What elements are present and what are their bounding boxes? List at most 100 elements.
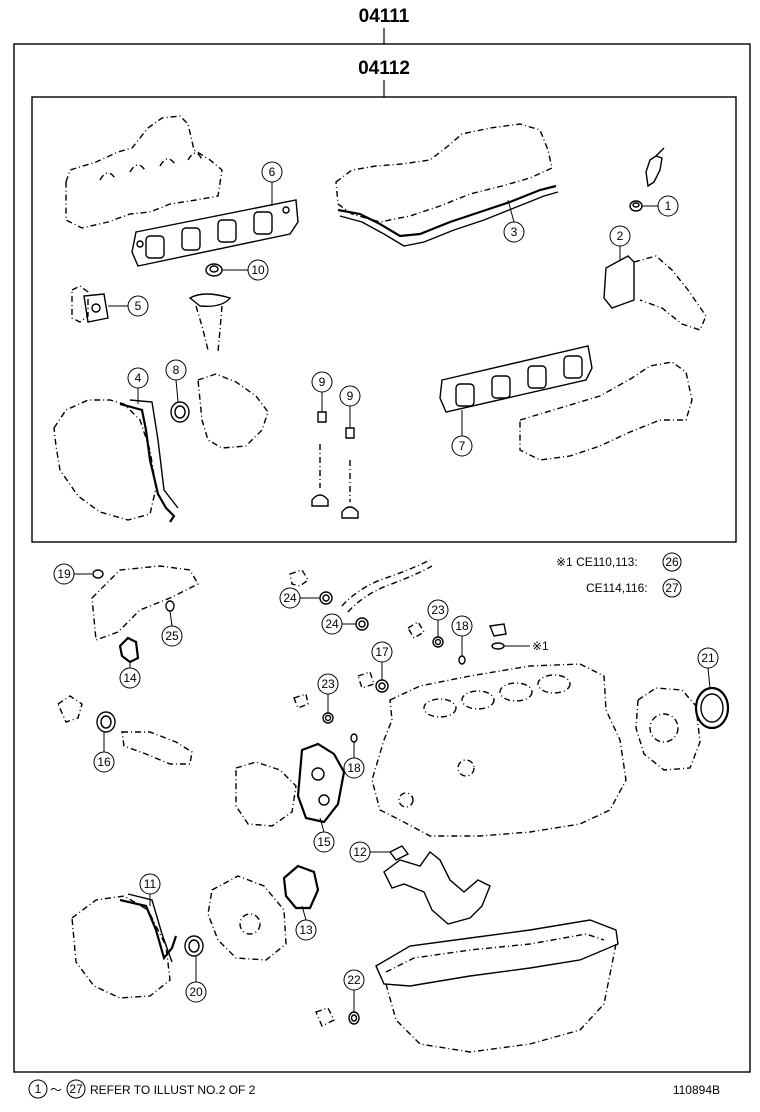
svg-text:9: 9 [347, 389, 354, 403]
svg-text:25: 25 [165, 629, 179, 643]
svg-text:18: 18 [347, 761, 361, 775]
callout-14: 14 [119, 662, 141, 689]
cylinder-head-cover [335, 123, 553, 223]
svg-text:23: 23 [321, 677, 335, 691]
svg-text:14: 14 [123, 671, 137, 685]
plug-17 [357, 671, 389, 693]
drain-plug-gasket-22 [348, 1011, 360, 1025]
gasket-14 [118, 636, 140, 664]
svg-text:1: 1 [35, 1082, 42, 1096]
rear-oil-seal-retainer [635, 687, 701, 771]
svg-text:REFER TO ILLUST NO.2 OF 2: REFER TO ILLUST NO.2 OF 2 [90, 1083, 256, 1097]
callout-7: 7 [451, 410, 473, 457]
plug-24a [319, 591, 333, 605]
svg-text:※1 CE110,113:: ※1 CE110,113: [556, 555, 638, 569]
callout-24b: 24 [321, 613, 356, 635]
variant-note-2: CE114,116: 27 [586, 578, 682, 598]
gasket-12 [388, 845, 410, 861]
svg-text:～: ～ [50, 1083, 62, 1097]
svg-text:16: 16 [97, 755, 111, 769]
svg-text:18: 18 [455, 619, 469, 633]
callout-23b: 23 [317, 673, 339, 713]
water-inlet-pipe-upper [91, 565, 199, 641]
svg-text:※1: ※1 [532, 639, 549, 653]
callout-2: 2 [609, 225, 631, 260]
timing-cover-gasket-4 [53, 399, 179, 523]
callout-20: 20 [185, 956, 207, 1003]
callout-16: 16 [93, 732, 115, 773]
oil-pump-body [207, 875, 287, 961]
svg-text:17: 17 [375, 645, 389, 659]
oil-strainer [383, 850, 491, 925]
water-pump-cover [235, 761, 297, 827]
svg-text:27: 27 [69, 1082, 83, 1096]
valve-left [311, 444, 329, 507]
exhaust-manifold [519, 361, 693, 461]
insulator-10 [205, 263, 223, 277]
svg-text:8: 8 [173, 363, 180, 377]
cylinder-block [371, 663, 627, 837]
housing-upper [197, 373, 269, 449]
callout-24a: 24 [279, 587, 320, 609]
marked-part [489, 623, 507, 650]
svg-text:10: 10 [251, 263, 265, 277]
plug-24b [355, 617, 369, 631]
oil-seal-20 [184, 935, 204, 957]
callout-3: 3 [503, 199, 525, 243]
callout-22: 22 [343, 969, 365, 1012]
valve-stem-seal-9b [345, 427, 355, 439]
callout-1: 1 [642, 195, 679, 217]
callout-4: 4 [127, 367, 149, 404]
gasket-23a [432, 636, 444, 648]
illustration-id: 110894B [673, 1083, 720, 1097]
callout-19: 19 [53, 563, 92, 585]
svg-text:24: 24 [283, 591, 297, 605]
water-pump-gasket-15 [296, 742, 346, 824]
callout-6: 6 [261, 161, 283, 206]
svg-text:24: 24 [325, 617, 339, 631]
subassembly-frame [31, 96, 737, 543]
rear-oil-seal-21 [694, 686, 730, 730]
callout-9a: 9 [311, 371, 333, 412]
oil-pump-gasket-13 [282, 864, 320, 910]
svg-text:1: 1 [665, 199, 672, 213]
timing-case-gasket-11 [71, 893, 178, 999]
oil-pipe-left [57, 695, 193, 765]
callout-18a: 18 [451, 615, 473, 656]
oil-seal-16 [96, 711, 116, 733]
callout-25: 25 [161, 610, 183, 647]
intake-gasket-6 [131, 199, 299, 267]
callout-8: 8 [165, 359, 187, 403]
valve-stem-seal-9a [317, 411, 327, 423]
footer-reference: 1 ～ 27 REFER TO ILLUST NO.2 OF 2 [28, 1079, 256, 1099]
drain-plug [315, 1007, 335, 1027]
svg-text:26: 26 [665, 555, 679, 569]
o-ring-18a [458, 655, 466, 665]
exhaust-gasket-7 [439, 345, 593, 413]
callout-5: 5 [108, 295, 149, 317]
svg-text:27: 27 [665, 581, 679, 595]
callout-17: 17 [371, 641, 393, 680]
svg-text:20: 20 [189, 985, 203, 999]
water-outlet-2 [603, 255, 707, 331]
callout-10: 10 [222, 259, 269, 281]
callout-15: 15 [313, 817, 335, 853]
reference-marker: ※1 [504, 639, 549, 653]
oil-seal-8 [170, 401, 190, 423]
injector-nozzle [645, 147, 665, 188]
svg-text:15: 15 [317, 835, 331, 849]
callout-12: 12 [349, 841, 390, 863]
svg-text:3: 3 [511, 225, 518, 239]
nozzle-seat-1 [629, 200, 643, 212]
svg-text:4: 4 [135, 371, 142, 385]
o-ring-18b [350, 733, 358, 743]
callout-23a: 23 [427, 599, 449, 637]
svg-text:7: 7 [459, 439, 466, 453]
svg-text:CE114,116:: CE114,116: [586, 581, 648, 595]
callout-13: 13 [295, 905, 317, 941]
svg-text:12: 12 [353, 845, 367, 859]
bolt-top [289, 569, 309, 587]
union-bolt [407, 621, 425, 639]
callout-9b: 9 [339, 385, 361, 428]
svg-text:11: 11 [144, 877, 157, 891]
